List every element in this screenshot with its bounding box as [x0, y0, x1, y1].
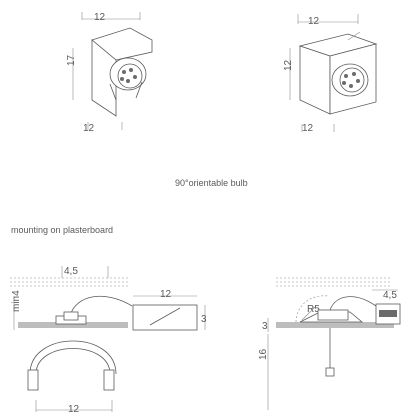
caption-mounting: mounting on plasterboard [11, 225, 113, 235]
fixture-right-side-face [299, 45, 331, 115]
driver-box-left [132, 304, 198, 331]
dim-mount-left-min: min4 [11, 290, 22, 312]
dim-mount-right-gap: 4,5 [383, 290, 397, 301]
plasterboard-left [18, 322, 128, 328]
dim-mount-left-box-width: 12 [160, 289, 172, 300]
dim-left-width-bottom: 12 [83, 123, 95, 134]
dim-right-height: 12 [283, 59, 294, 71]
caption-orientable-bulb: 90°orientable bulb [175, 178, 248, 188]
dim-mount-right-radius: R5 [307, 304, 320, 315]
dim-right-width-bottom: 12 [302, 123, 314, 134]
mounting-right: 4,5 R5 3 16 [258, 277, 401, 410]
dim-mount-right-top: 3 [262, 321, 268, 332]
dim-mount-left-gap: 4,5 [64, 266, 78, 277]
fixture-left: 12 17 12 [66, 12, 153, 134]
dim-mount-right-depth: 16 [258, 348, 269, 360]
dim-right-width-top: 12 [308, 16, 320, 27]
mounting-left: 4,5 min4 12 3 12 [10, 266, 207, 415]
fixture-right: 12 12 12 [283, 14, 378, 134]
fixture-left-side-face [91, 39, 117, 117]
dim-mount-left-base: 12 [68, 404, 80, 415]
dim-left-width-top: 12 [94, 12, 106, 23]
dim-mount-left-box-height: 3 [201, 314, 207, 325]
plasterboard-right [276, 322, 394, 328]
dim-left-height: 17 [66, 54, 77, 66]
